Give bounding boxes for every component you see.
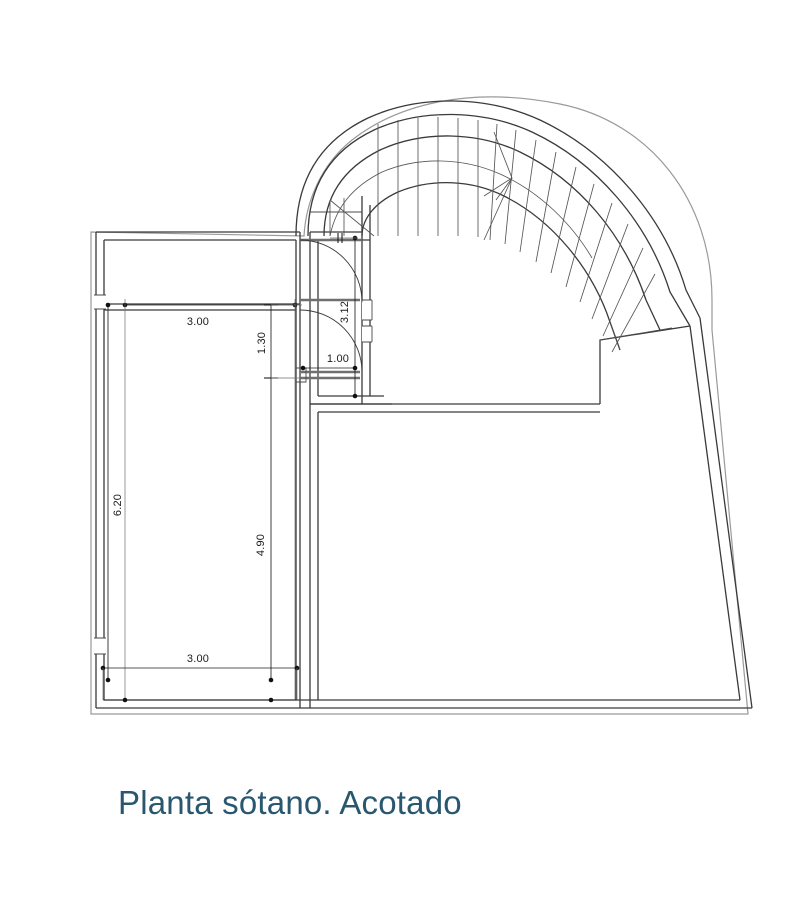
main-room-walls <box>309 317 753 709</box>
dimension-label-3-00-bottom: 3.00 <box>187 653 209 665</box>
dimension-6-20: 6.20 <box>105 302 124 683</box>
dimension-4-90: 4.90 <box>255 378 274 683</box>
door-lower <box>296 309 363 383</box>
dimension-label-3-00-top: 3.00 <box>187 316 209 328</box>
dimension-label-3-12: 3.12 <box>339 301 351 323</box>
door-upper <box>299 238 363 303</box>
dimension-bottom-3-00: 3.00 <box>100 653 300 703</box>
building-outer-outline <box>90 96 749 715</box>
curved-stair-shell <box>295 100 701 404</box>
page-title: Planta sótano. Acotado <box>118 784 462 821</box>
stair-treads <box>329 117 656 353</box>
dimension-label-1-00: 1.00 <box>327 353 349 365</box>
dimension-1-00: 1.00 <box>300 353 358 371</box>
dimension-label-1-30: 1.30 <box>256 332 268 354</box>
dimension-label-6-20: 6.20 <box>112 494 124 516</box>
dimension-label-4-90: 4.90 <box>255 534 267 556</box>
left-block-walls <box>94 231 752 709</box>
